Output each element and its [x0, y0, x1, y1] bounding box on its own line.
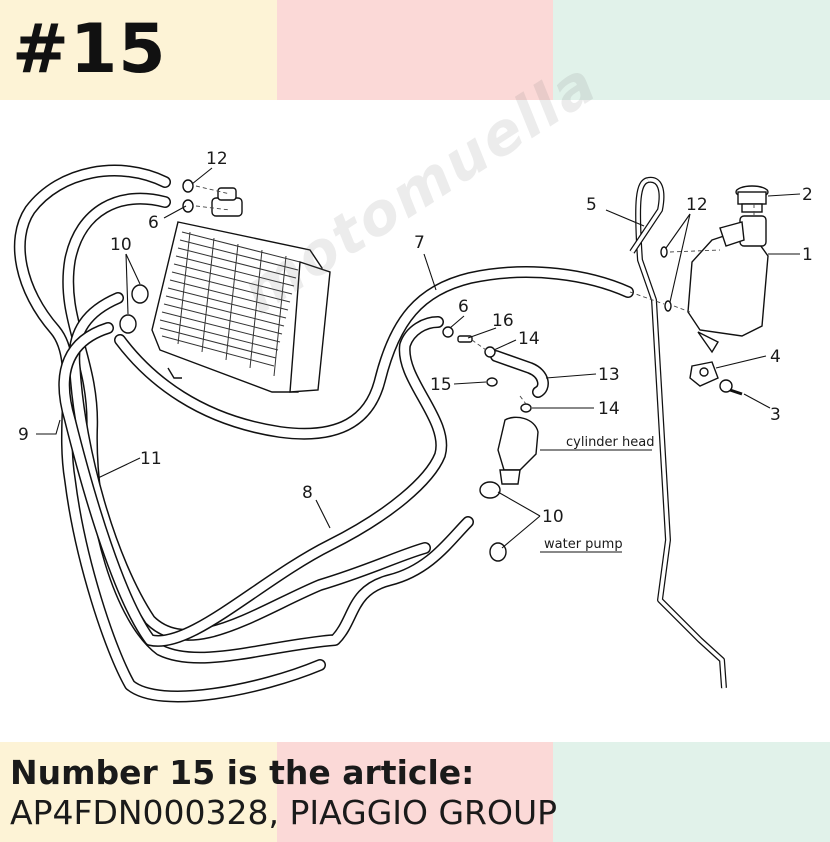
callout-3: 3: [770, 405, 781, 425]
fitting-13: [486, 350, 549, 398]
clamps-12-tank: [660, 246, 672, 312]
bracket-4: [689, 361, 719, 387]
hose-7: [114, 266, 634, 440]
callout-15: 15: [430, 375, 452, 395]
leader-lines: [36, 167, 801, 553]
top-color-band: [0, 0, 830, 100]
callout-10-pump: 10: [542, 507, 564, 527]
callout-11: 11: [140, 449, 162, 469]
callout-7: 7: [414, 233, 425, 253]
band-segment-yellow: [0, 742, 277, 842]
caption-article-code: AP4FDN000328, PIAGGIO GROUP: [10, 793, 557, 832]
label-cylinder-head: cylinder head: [566, 435, 655, 450]
tank-cap: [735, 185, 769, 213]
callout-13: 13: [598, 365, 620, 385]
callout-14-lower: 14: [598, 399, 620, 419]
callout-4: 4: [770, 347, 781, 367]
callout-14-upper: 14: [518, 329, 540, 349]
callout-5: 5: [586, 195, 597, 215]
screw-3: [719, 379, 743, 396]
clamps-radiator-top: [182, 179, 194, 213]
cylinder-head-outlet: [497, 416, 539, 485]
expansion-tank: [687, 215, 769, 354]
band-segment-yellow: [0, 0, 277, 100]
callout-16: 16: [492, 311, 514, 331]
band-segment-mint: [553, 742, 830, 842]
clamps-10-radiator: [119, 284, 149, 334]
callout-8: 8: [302, 483, 313, 503]
callout-6-fitting: 6: [458, 297, 469, 317]
label-water-pump: water pump: [544, 537, 623, 552]
small-fittings: [442, 326, 532, 413]
callout-9: 9: [18, 425, 29, 445]
bottom-color-band: [0, 742, 830, 842]
band-segment-pink: [277, 742, 553, 842]
alignment-lines: [195, 185, 755, 405]
callout-12-tank: 12: [686, 195, 708, 215]
hose-8: [58, 316, 448, 647]
caption-heading: Number 15 is the article:: [10, 753, 475, 792]
band-segment-mint: [553, 0, 830, 100]
item-number-badge: #15: [12, 10, 167, 89]
band-segment-pink: [277, 0, 553, 100]
callout-6-radiator: 6: [148, 213, 159, 233]
callout-2: 2: [802, 185, 813, 205]
clamps-10-water-pump: [479, 481, 507, 562]
radiator: [151, 187, 331, 393]
overflow-pipe-5: [629, 176, 727, 689]
callout-10-radiator: 10: [110, 235, 132, 255]
callout-1: 1: [802, 245, 813, 265]
callout-12-radiator: 12: [206, 149, 228, 169]
cooling-system-exploded-diagram: 12 6 10 7 6 16 14 15 13 14 9 11 8 10 5 1…: [13, 149, 813, 703]
